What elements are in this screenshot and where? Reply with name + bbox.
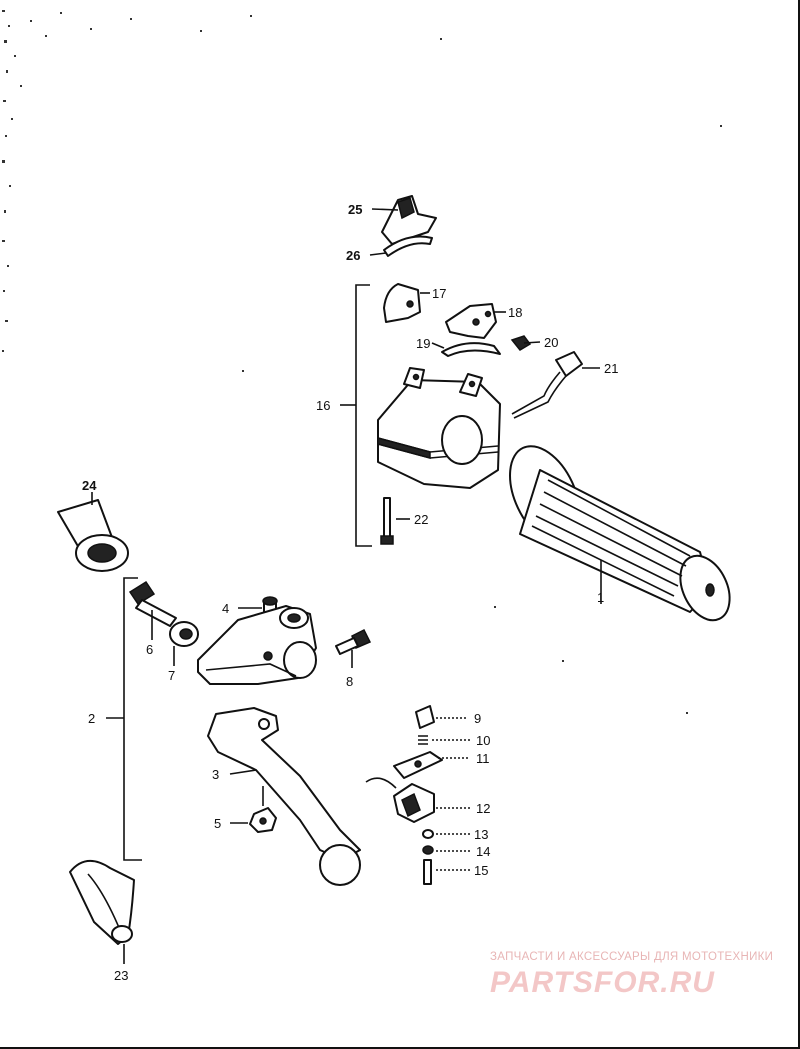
label-6: 6 xyxy=(146,642,153,657)
watermark-logo: PARTSFOR.RU xyxy=(490,966,715,999)
label-8: 8 xyxy=(346,674,353,689)
label-16: 16 xyxy=(316,398,330,413)
label-17: 17 xyxy=(432,286,446,301)
part-15-screw xyxy=(423,859,470,885)
part-1-grip xyxy=(509,445,731,622)
part-8-bolt xyxy=(335,628,372,668)
right-border xyxy=(798,0,800,1049)
part-17-bracket xyxy=(383,283,430,323)
part-22-bolt xyxy=(380,497,410,545)
label-23: 23 xyxy=(114,968,128,983)
part-13-washer xyxy=(422,829,470,839)
bracket-16 xyxy=(340,284,372,547)
part-24-boot xyxy=(57,492,129,572)
label-7: 7 xyxy=(168,668,175,683)
part-9-screw xyxy=(415,705,468,729)
part-14-washer xyxy=(422,845,472,855)
part-5-nut xyxy=(230,786,277,833)
part-20-screw xyxy=(510,335,541,351)
label-22: 22 xyxy=(414,512,428,527)
label-25: 25 xyxy=(348,202,362,217)
part-23-lever-cover xyxy=(69,860,135,964)
label-18: 18 xyxy=(508,305,522,320)
part-7-nut xyxy=(169,621,199,666)
part-25-knob xyxy=(371,195,437,245)
part-19-plate xyxy=(431,342,501,357)
label-19: 19 xyxy=(416,336,430,351)
part-18-clamp xyxy=(445,303,506,339)
label-20: 20 xyxy=(544,335,558,350)
bracket-2 xyxy=(106,577,142,861)
label-14: 14 xyxy=(476,844,490,859)
label-13: 13 xyxy=(474,827,488,842)
part-3-lever xyxy=(207,707,361,886)
label-5: 5 xyxy=(214,816,221,831)
label-9: 9 xyxy=(474,711,481,726)
label-11: 11 xyxy=(476,751,490,766)
label-12: 12 xyxy=(476,801,490,816)
label-15: 15 xyxy=(474,863,488,878)
part-21-cable-end xyxy=(511,351,600,419)
part-16-switch-housing xyxy=(377,367,501,489)
part-10-spring xyxy=(418,735,470,745)
bottom-border xyxy=(0,1047,800,1049)
label-3: 3 xyxy=(212,767,219,782)
part-12-switch-body xyxy=(365,777,472,823)
part-11-switch-plate xyxy=(393,751,470,779)
label-4: 4 xyxy=(222,601,229,616)
part-6-bolt xyxy=(128,580,177,640)
label-21: 21 xyxy=(604,361,618,376)
label-24: 24 xyxy=(82,478,97,493)
part-26-arc-plate xyxy=(369,235,433,257)
label-2: 2 xyxy=(88,711,95,726)
lever-holder xyxy=(197,605,317,685)
label-26: 26 xyxy=(346,248,360,263)
label-1: 1 xyxy=(597,590,604,605)
watermark-tagline: ЗАПЧАСТИ И АКСЕССУАРЫ ДЛЯ МОТОТЕХНИКИ xyxy=(490,951,774,963)
label-10: 10 xyxy=(476,733,490,748)
scan-noise xyxy=(2,10,722,714)
